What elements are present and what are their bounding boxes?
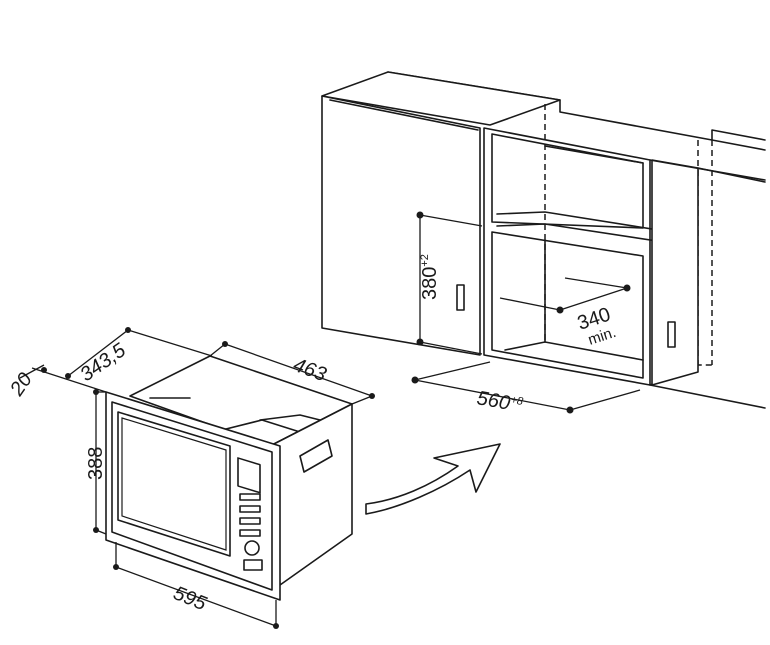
oven-knob: [244, 540, 260, 556]
right-door-handle: [667, 321, 676, 348]
oven-button-4: [239, 529, 261, 537]
curved-arrow-icon: [365, 443, 501, 515]
cabinet-height-tolerance: +2: [419, 254, 431, 267]
oven-height-value: 388: [85, 447, 107, 480]
microwave-oven: [105, 355, 353, 601]
oven-depth-value: 343,5: [76, 339, 130, 386]
left-cabinet-door: [321, 95, 481, 356]
oven-side-handle: [299, 439, 333, 473]
lower-niche: [491, 231, 644, 379]
cabinet-depth-dimension: 340 min.: [499, 277, 631, 349]
oven-door-inner: [121, 417, 227, 551]
oven-display: [237, 457, 261, 494]
cabinet-height-value: 380: [419, 267, 441, 300]
kitchen-cabinet: [321, 71, 766, 409]
counter-line: [649, 384, 766, 409]
left-door-handle: [456, 284, 465, 311]
svg-text:380+2: 380+2: [419, 254, 441, 300]
upper-compartment-back: [544, 145, 644, 164]
right-cabinet-door: [651, 159, 699, 386]
hidden-bottom-line: [649, 364, 712, 386]
left-cabinet-top-edge: [329, 99, 479, 131]
cabinet-width-tolerance: +8: [510, 394, 525, 408]
oven-height-dimension: 388: [85, 389, 107, 535]
oven-front-width-value: 595: [170, 582, 210, 615]
oven-top-detail-2: [221, 419, 301, 433]
left-cabinet-top: [321, 71, 561, 126]
cabinet-width-value: 560: [475, 387, 512, 414]
shelf-front-line: [496, 211, 691, 236]
right-cabinet-top-2: [697, 167, 766, 183]
svg-text:560+8: 560+8: [475, 387, 525, 417]
oven-frame-depth-value: 20: [6, 369, 37, 401]
oven-button-3: [239, 517, 261, 525]
oven-door-button: [243, 559, 263, 571]
wall-top-edge: [711, 139, 766, 151]
oven-button-1: [239, 493, 261, 501]
oven-top-width-value: 463: [290, 354, 329, 386]
oven-button-2: [239, 505, 261, 513]
oven-door-window: [117, 411, 231, 557]
oven-top-detail: [259, 414, 321, 421]
cabinet-height-dimension: 380+2: [416, 211, 483, 355]
